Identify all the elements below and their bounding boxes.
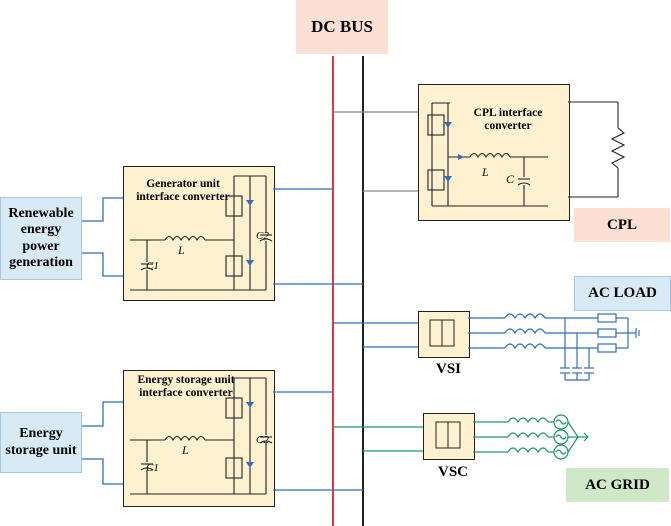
generator-inductor-label: L (178, 243, 185, 257)
storage-converter-title: Energy storage unit interface converter (137, 374, 235, 400)
generator-c1-label: C1 (146, 260, 159, 272)
cpl-converter-box (418, 84, 570, 221)
cpl-inductor-label: L (482, 165, 489, 179)
cpl-converter-title: CPL interface converter (473, 107, 543, 133)
ac-load-circuit (468, 313, 640, 381)
storage-c1-label: C1 (146, 462, 159, 474)
vsc-label: VSC (438, 464, 469, 480)
generator-c2-label: C2 (256, 230, 269, 242)
renewable-wires (81, 197, 123, 277)
vsc-box (423, 413, 475, 460)
cpl-converter-circuit (427, 101, 626, 207)
storage-inductor-label: L (182, 443, 189, 457)
storage-c2-label: C2 (256, 434, 269, 446)
storage-source-label: Energy storage unit (0, 412, 82, 473)
dc-bus-label: DC BUS (296, 0, 388, 54)
renewable-source-text: Renewable energy power generation (8, 206, 74, 270)
vsi-label: VSI (436, 361, 462, 377)
cpl-label: CPL (574, 208, 670, 242)
cpl-capacitor-label: C (506, 172, 515, 186)
generator-converter-title: Generator unit interface converter (136, 178, 230, 204)
ac-load-label: AC LOAD (574, 276, 671, 311)
ac-grid-label: AC GRID (566, 468, 669, 502)
storage-source-text: Energy storage unit (5, 426, 77, 458)
storage-converter-circuit (130, 377, 273, 495)
vsi-circuit (429, 319, 455, 347)
generator-converter-circuit (130, 175, 273, 291)
bus-connections (273, 188, 363, 491)
vsi-box (418, 311, 470, 358)
ac-grid-circuit (473, 414, 589, 460)
vsc-circuit (435, 421, 461, 449)
cpl-bus-connections (333, 111, 418, 192)
storage-wires (81, 401, 123, 485)
renewable-source-label: Renewable energy power generation (0, 197, 82, 280)
